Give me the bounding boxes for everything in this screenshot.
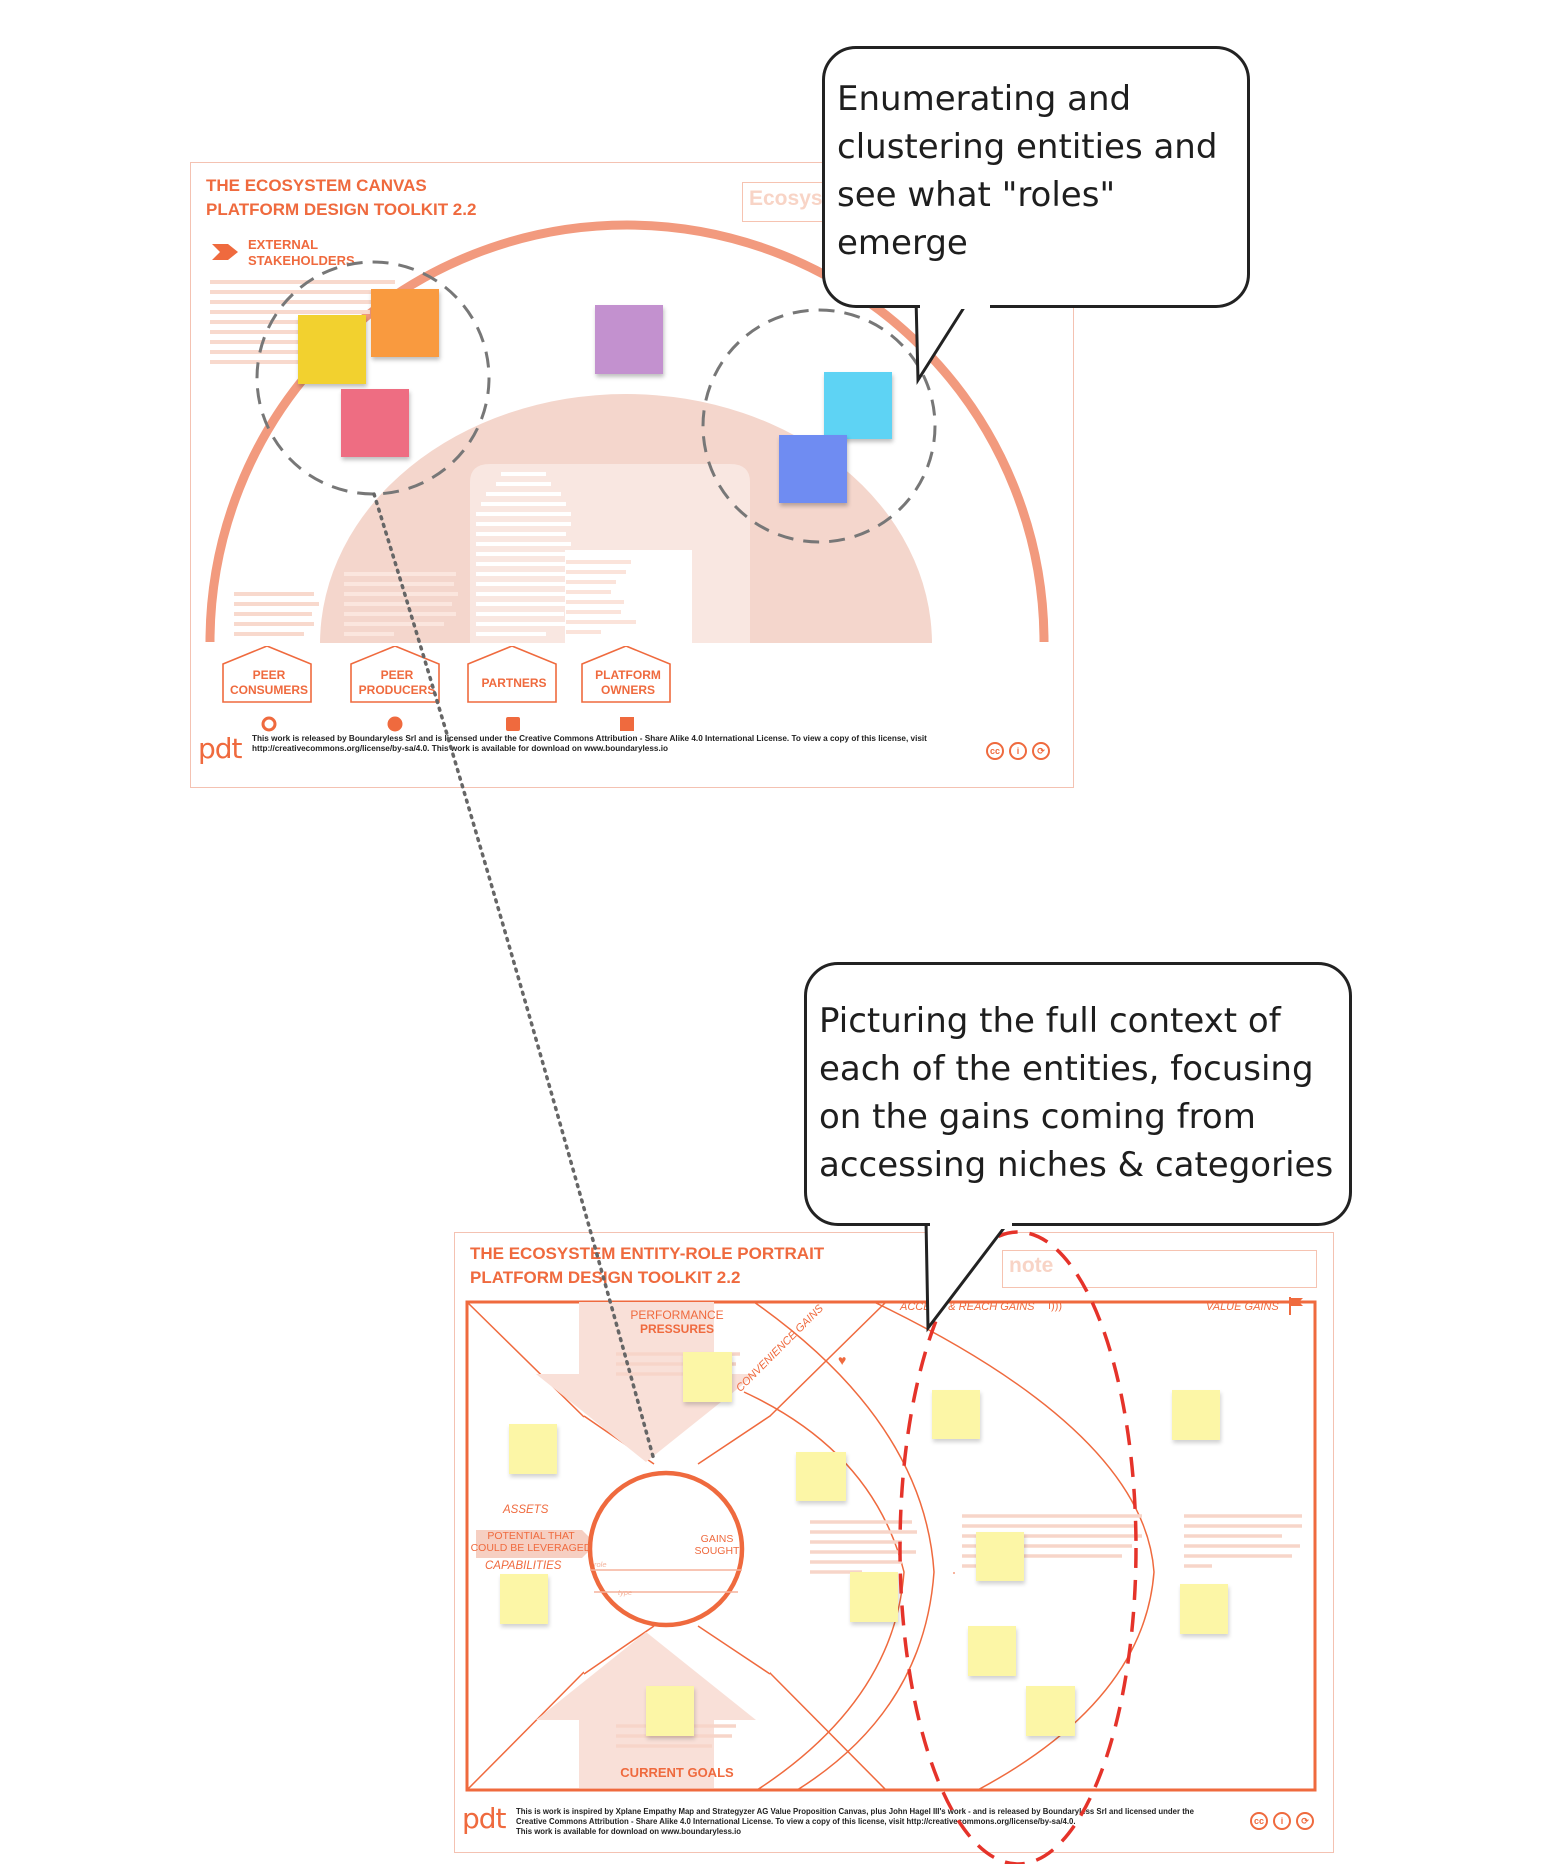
role-peer-consumers: PEER CONSUMERS	[229, 668, 308, 697]
sticky-note-value-1[interactable]	[1172, 1390, 1220, 1440]
external-arc	[205, 220, 1049, 643]
heart-icon: ♥	[838, 1352, 847, 1368]
capabilities-label: CAPABILITIES	[485, 1560, 562, 1572]
portrait-frame	[465, 1300, 1317, 1792]
potential-arrow	[476, 1530, 596, 1558]
sticky-note-performance[interactable]	[683, 1352, 732, 1402]
sticky-note-blue[interactable]	[779, 435, 847, 503]
center-circle	[587, 1470, 745, 1628]
sticky-note-capabilities[interactable]	[500, 1574, 548, 1624]
value-gains-label: VALUE GAINS	[1206, 1301, 1279, 1313]
pdt-logo: pdt	[198, 732, 243, 765]
sticky-note-yellow[interactable]	[298, 315, 366, 384]
flag-icon	[1288, 1297, 1304, 1320]
portrait-share-alike-icon: ⟳	[1296, 1812, 1314, 1830]
sticky-note-access-3[interactable]	[968, 1626, 1016, 1676]
portrait-license: This is work is inspired by Xplane Empat…	[516, 1807, 1194, 1836]
focus-ellipse	[898, 1230, 1138, 1864]
sticky-note-access-1[interactable]	[932, 1390, 980, 1439]
partners-marker	[506, 717, 520, 731]
cc-icon: cc	[986, 742, 1004, 760]
owners-help-text	[476, 470, 576, 645]
portrait-graphic	[465, 1300, 1317, 1792]
canvas-license: This work is released by Boundaryless Sr…	[252, 734, 927, 753]
sticky-note-goals[interactable]	[646, 1686, 694, 1736]
role-platform-owners: PLATFORM OWNERS	[595, 668, 661, 697]
sticky-note-convenience-1[interactable]	[796, 1452, 846, 1501]
partners-help-text	[566, 558, 646, 645]
sticky-note-purple[interactable]	[595, 305, 663, 374]
consumers-marker	[261, 716, 277, 732]
sticky-note-assets[interactable]	[509, 1424, 557, 1474]
sticky-note-value-2[interactable]	[1180, 1584, 1228, 1634]
sticky-note-red[interactable]	[341, 389, 409, 457]
sticky-note-access-4[interactable]	[1026, 1686, 1075, 1736]
type-field-label: type	[618, 1588, 633, 1597]
potential-label: POTENTIAL THAT COULD BE LEVERAGED	[470, 1530, 592, 1554]
portrait-pdt-logo: pdt	[462, 1802, 507, 1835]
producers-help-text	[344, 570, 462, 645]
callout-bottom: Picturing the full context of each of th…	[804, 962, 1352, 1226]
performance-arrow	[536, 1302, 756, 1462]
consumers-help-text	[234, 590, 324, 651]
portrait-cc-icon: cc	[1250, 1812, 1268, 1830]
role-peer-producers: PEER PRODUCERS	[358, 668, 436, 697]
current-goals-label: CURRENT GOALS	[620, 1765, 734, 1780]
sticky-note-orange[interactable]	[371, 289, 439, 357]
portrait-name-field[interactable]: note	[1002, 1250, 1317, 1288]
owners-marker	[620, 717, 634, 731]
external-stakeholders-label: EXTERNAL STAKEHOLDERS	[248, 237, 355, 268]
sticky-note-access-2[interactable]	[976, 1532, 1024, 1581]
portrait-title: THE ECOSYSTEM ENTITY-ROLE PORTRAIT PLATF…	[470, 1244, 825, 1287]
signal-icon: ì)))	[1048, 1300, 1063, 1312]
attribution-icon: i	[1009, 742, 1027, 760]
sticky-note-convenience-2[interactable]	[850, 1572, 898, 1622]
gains-sought-label: GAINS SOUGHT	[694, 1533, 740, 1557]
canvas-title: THE ECOSYSTEM CANVAS PLATFORM DESIGN TOO…	[206, 176, 477, 219]
cluster-circle-right	[701, 308, 937, 544]
sticky-note-cyan[interactable]	[824, 372, 892, 439]
assets-label: ASSETS	[503, 1504, 549, 1516]
callout-top: Enumerating and clustering entities and …	[822, 46, 1250, 308]
callout-top-tail	[914, 297, 972, 385]
connector-dotted-line	[372, 492, 656, 1462]
cluster-circle-left	[255, 260, 491, 496]
role-partners: PARTNERS	[481, 676, 547, 690]
role-field-label: role	[594, 1560, 607, 1569]
role-badges	[222, 646, 671, 732]
producers-marker	[387, 716, 403, 732]
share-alike-icon: ⟳	[1032, 742, 1050, 760]
performance-pressures-label: PERFORMANCE PRESSURES	[630, 1308, 724, 1336]
callout-bottom-tail	[924, 1219, 1012, 1333]
portrait-attribution-icon: i	[1273, 1812, 1291, 1830]
external-arrow-icon	[212, 244, 238, 265]
